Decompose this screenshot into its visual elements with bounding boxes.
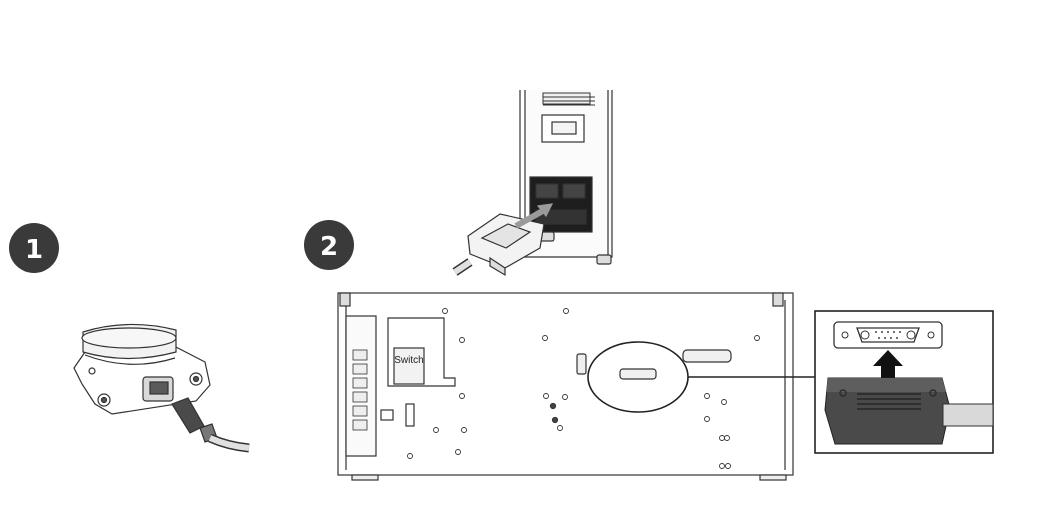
robot-base-illustration <box>73 323 250 453</box>
step-1-badge: 1 <box>9 223 59 273</box>
controller-rear-panel: Switch <box>337 292 794 481</box>
connector-detail-callout <box>814 310 994 454</box>
step-2-badge: 2 <box>304 220 354 270</box>
step-2-number: 2 <box>320 232 338 262</box>
step-1-number: 1 <box>25 235 43 265</box>
switch-label: Switch <box>394 355 423 366</box>
controller-tower-illustration <box>452 90 613 277</box>
arrow-up-icon <box>873 350 903 382</box>
